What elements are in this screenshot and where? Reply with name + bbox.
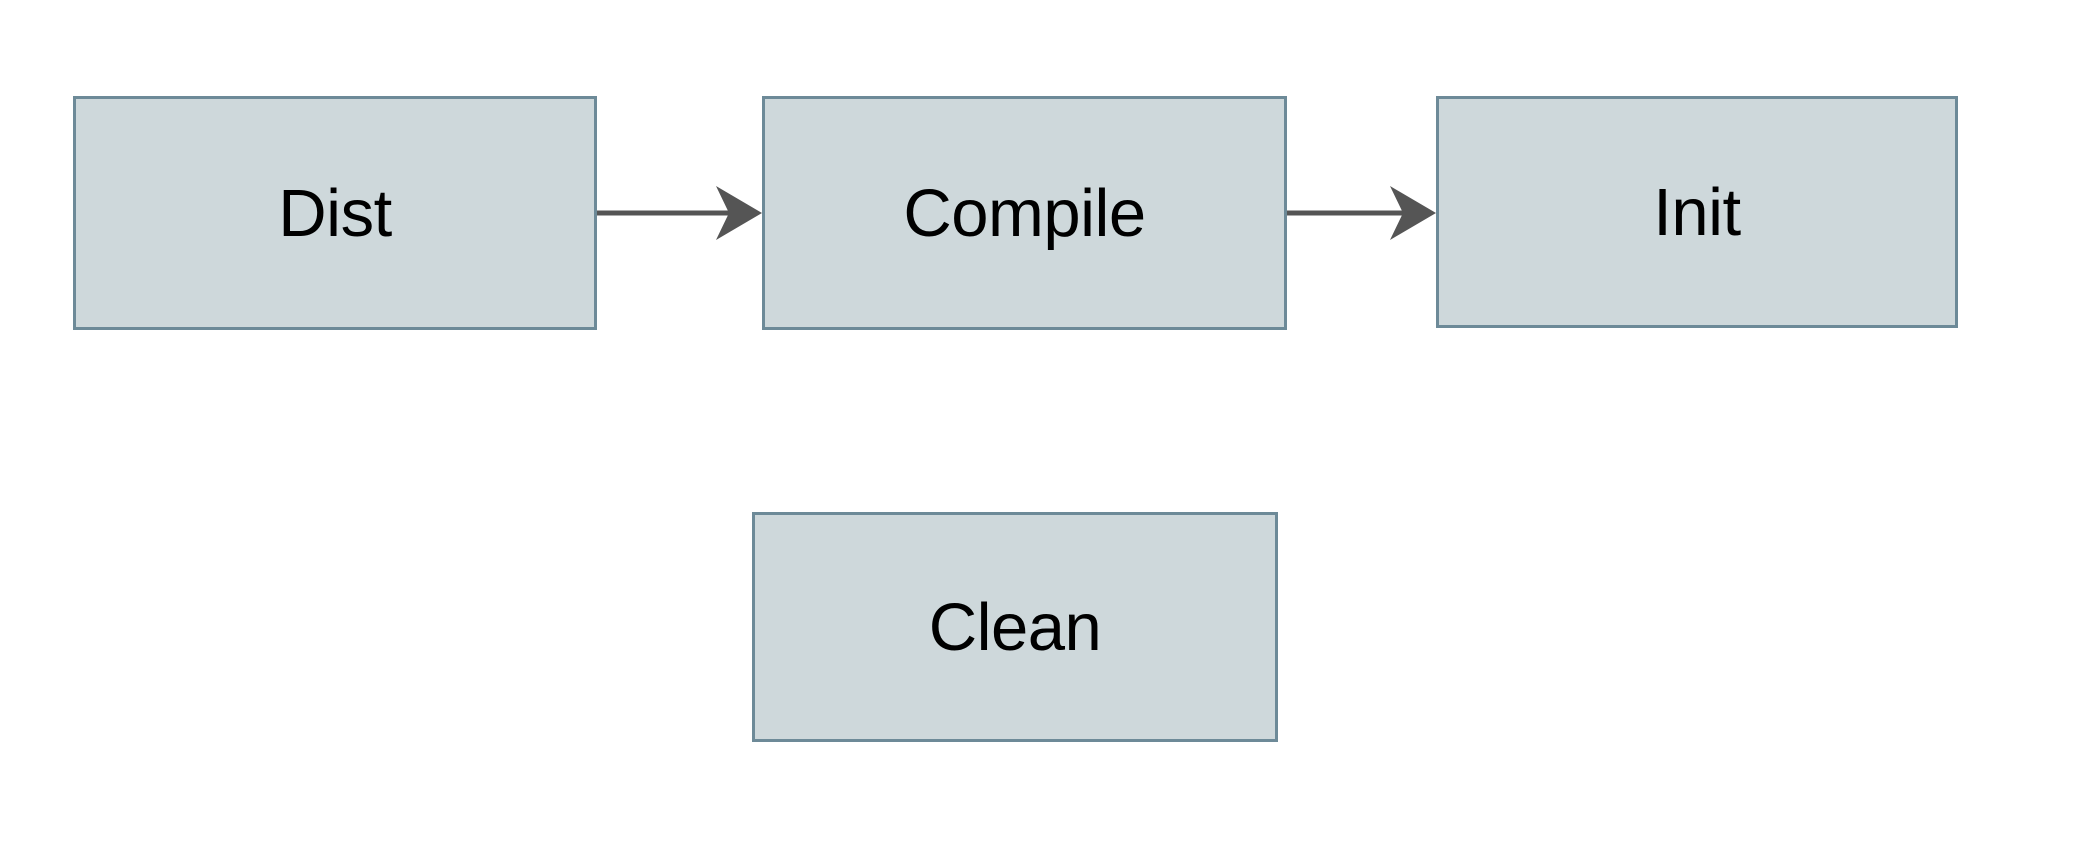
arrowhead-icon bbox=[1390, 186, 1436, 240]
node-dist-label: Dist bbox=[278, 175, 392, 251]
node-compile-label: Compile bbox=[903, 175, 1146, 251]
node-init-label: Init bbox=[1653, 174, 1741, 250]
node-compile[interactable]: Compile bbox=[762, 96, 1287, 330]
edge-dist-to-compile-arrow bbox=[597, 186, 762, 240]
edge-compile-to-init-arrow bbox=[1287, 186, 1436, 240]
node-dist[interactable]: Dist bbox=[73, 96, 597, 330]
node-clean[interactable]: Clean bbox=[752, 512, 1278, 742]
arrowhead-icon bbox=[716, 186, 762, 240]
node-init[interactable]: Init bbox=[1436, 96, 1958, 328]
edge-dist-to-compile[interactable] bbox=[597, 173, 762, 253]
node-clean-label: Clean bbox=[928, 589, 1102, 665]
edge-compile-to-init[interactable] bbox=[1287, 173, 1436, 253]
